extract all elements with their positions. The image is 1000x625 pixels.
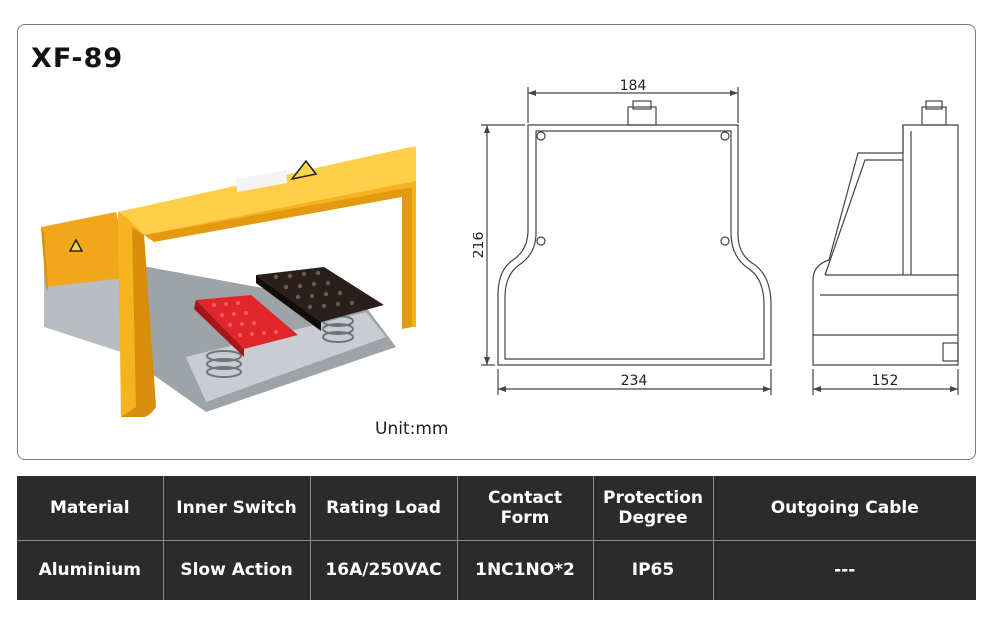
value-inner-switch: Slow Action <box>162 539 311 600</box>
specs-table: Material Inner Switch Rating Load Contac… <box>17 476 976 600</box>
specs-header-row: Material Inner Switch Rating Load Contac… <box>17 476 976 541</box>
product-panel: XF-89 <box>17 24 976 460</box>
foot-switch-image <box>41 146 416 417</box>
unit-label: Unit:mm <box>375 419 449 439</box>
header-rating-load: Rating Load <box>309 476 458 541</box>
value-outgoing-cable: --- <box>712 539 976 600</box>
model-title: XF-89 <box>31 43 124 74</box>
value-contact-form: 1NC1NO*2 <box>456 539 594 600</box>
header-outgoing-cable: Outgoing Cable <box>712 476 976 541</box>
header-material: Material <box>17 476 164 541</box>
header-contact-form: Contact Form <box>456 476 594 541</box>
value-material: Aluminium <box>17 539 164 600</box>
dim-bottom-width: 234 <box>621 373 648 389</box>
dim-depth: 152 <box>872 373 899 389</box>
dimension-drawing: 184 216 234 152 <box>473 78 959 395</box>
header-inner-switch: Inner Switch <box>162 476 311 541</box>
dim-height: 216 <box>473 232 487 259</box>
dim-top-width: 184 <box>620 78 647 94</box>
header-protection-degree: Protection Degree <box>592 476 714 541</box>
value-rating-load: 16A/250VAC <box>309 539 458 600</box>
specs-value-row: Aluminium Slow Action 16A/250VAC 1NC1NO*… <box>17 539 976 600</box>
value-protection-degree: IP65 <box>592 539 714 600</box>
